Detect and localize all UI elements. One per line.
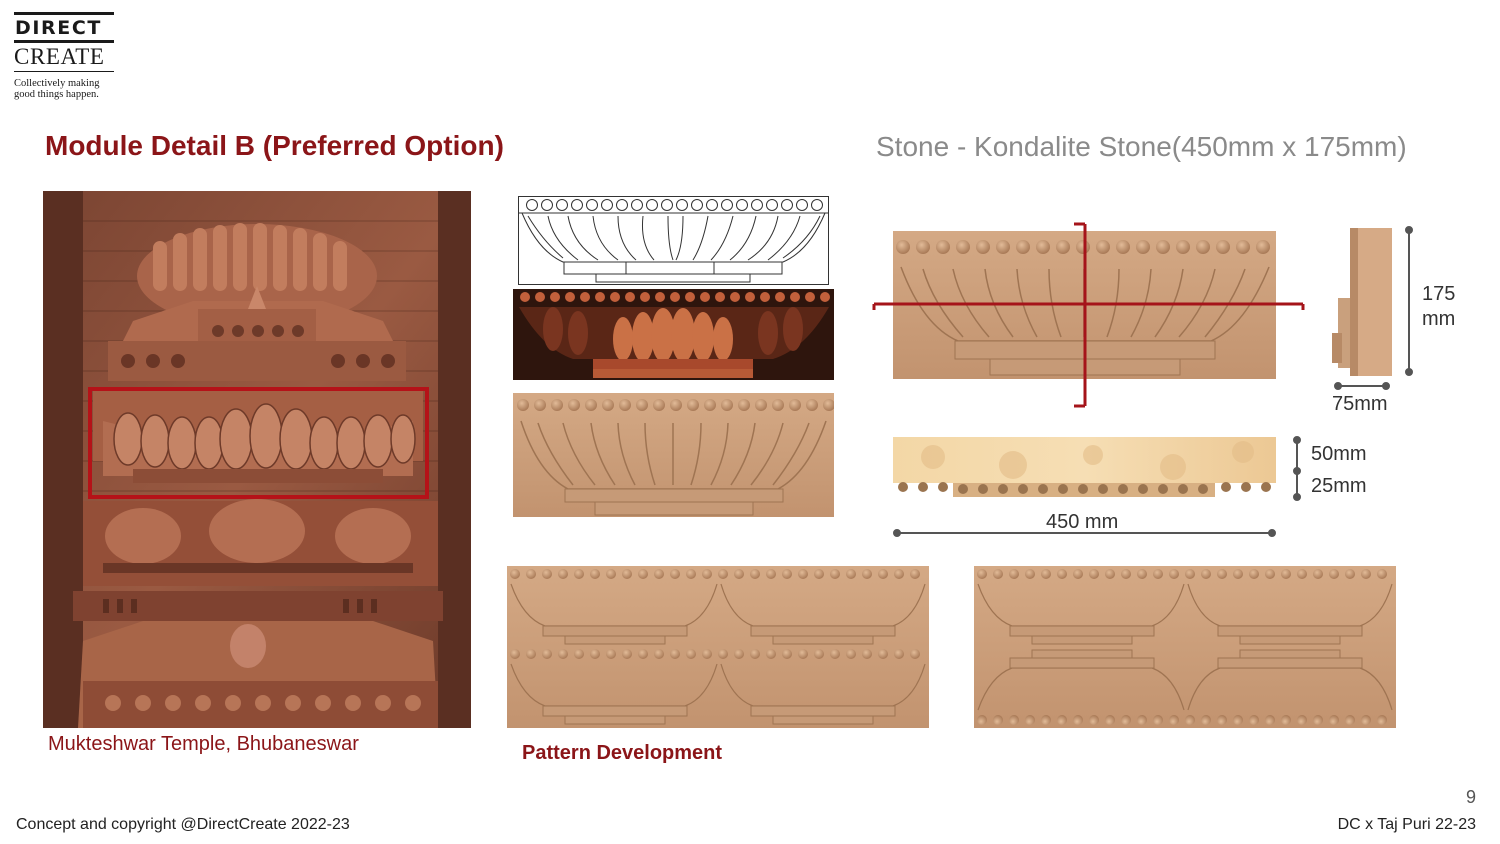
module-side-view (1330, 228, 1394, 376)
pattern-stacked (507, 566, 929, 728)
dim-height-unit: mm (1422, 308, 1456, 330)
logo-rule-bottom (14, 71, 114, 72)
pattern-development-label: Pattern Development (522, 742, 723, 764)
module-top-view (893, 437, 1276, 497)
temple-caption: Mukteshwar Temple, Bhubaneswar (48, 733, 359, 755)
logo-rule-top (14, 12, 114, 15)
dim-top-depth: 50mm (1311, 443, 1367, 465)
temple-photo (43, 191, 471, 728)
dim-depth: 75mm (1332, 393, 1388, 415)
module-stone-render (513, 393, 834, 517)
dimension-lines (893, 226, 1413, 537)
section-lines (872, 222, 1305, 408)
dim-height-value: 175 (1422, 283, 1456, 305)
module-terracotta-render (513, 289, 834, 380)
dim-width: 450 mm (1046, 511, 1119, 533)
page-number: 9 (1465, 787, 1476, 807)
logo-tagline: Collectively making good things happen. (14, 78, 118, 100)
pattern-mirrored (974, 566, 1396, 728)
logo-direct: DIRECT (15, 17, 102, 39)
logo-create: CREATE (14, 44, 105, 69)
stone-spec: Stone - Kondalite Stone(450mm x 175mm) (876, 131, 1407, 162)
logo-tagline-1: Collectively making (14, 78, 100, 89)
brand-logo: DIRECT CREATE Collectively making good t… (14, 12, 118, 100)
logo-tagline-2: good things happen. (14, 89, 99, 100)
footer-copyright: Concept and copyright @DirectCreate 2022… (16, 816, 350, 833)
dim-bottom-depth: 25mm (1311, 475, 1367, 497)
logo-rule-middle (14, 40, 114, 43)
page-title: Module Detail B (Preferred Option) (45, 130, 504, 161)
temple-illustration (43, 191, 471, 728)
footer-project: DC x Taj Puri 22-23 (1337, 816, 1476, 833)
module-line-drawing (518, 196, 829, 285)
